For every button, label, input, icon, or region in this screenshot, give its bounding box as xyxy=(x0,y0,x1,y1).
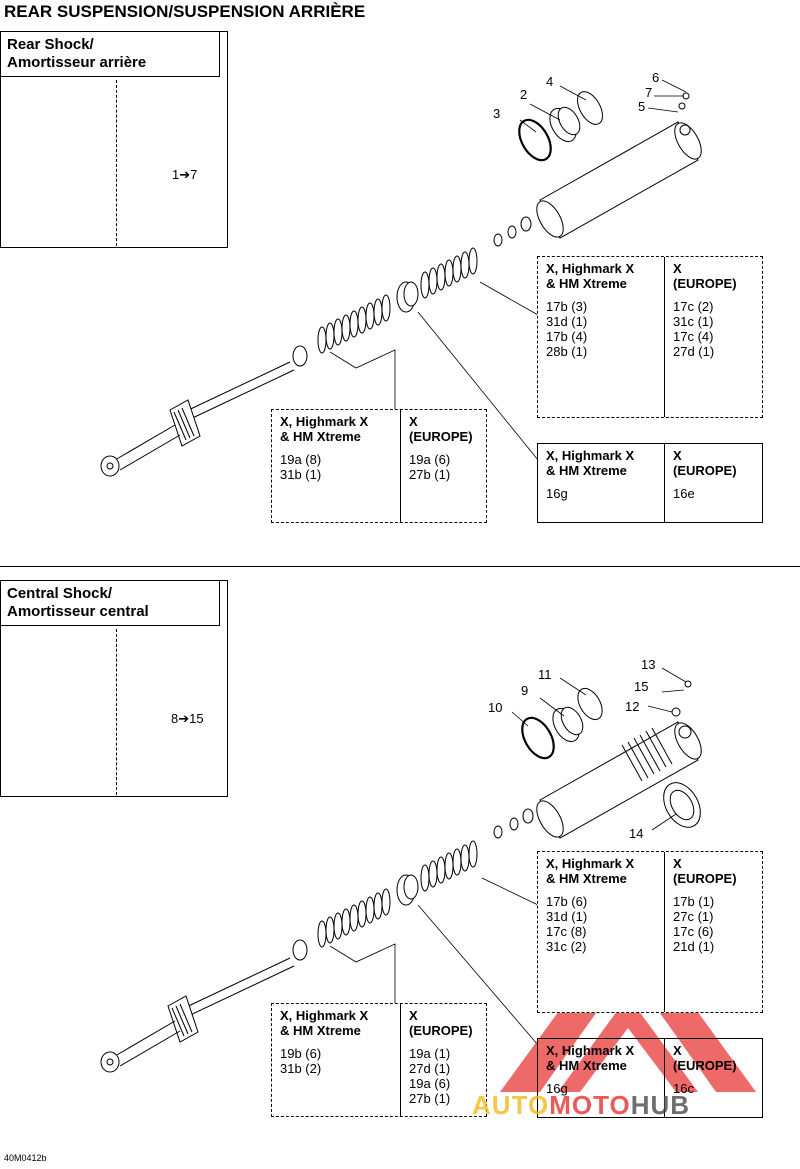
watermark-moto: MOTO xyxy=(549,1090,631,1120)
central-upper-left-header: X, Highmark X & HM Xtreme xyxy=(546,856,635,886)
watermark-hub: HUB xyxy=(630,1090,691,1120)
rear-shim-stack-lower xyxy=(317,294,391,354)
rear-shock-body xyxy=(100,91,702,477)
central-inset-divider xyxy=(116,629,117,795)
central-table-upper: X, Highmark X & HM Xtreme 17b (6) 31d (1… xyxy=(537,851,763,1013)
section-divider xyxy=(0,566,800,567)
watermark-text: AUTOMOTOHUB xyxy=(472,1090,690,1121)
rear-lower-right-header: X (EUROPE) xyxy=(409,414,473,444)
watermark-auto: AUTO xyxy=(472,1090,550,1120)
rear-upper-left-header: X, Highmark X & HM Xtreme xyxy=(546,261,635,291)
rear-inset-title: Rear Shock/ Amortisseur arrière xyxy=(1,32,220,77)
rear-table-upper: X, Highmark X & HM Xtreme 17b (3) 31d (1… xyxy=(537,256,763,418)
central-piston-left-header: X, Highmark X & HM Xtreme xyxy=(546,1043,635,1073)
rear-piston-right-header: X (EUROPE) xyxy=(673,448,737,478)
callout-14: 14 xyxy=(629,826,644,841)
callout-13: 13 xyxy=(641,657,656,672)
central-table-piston: X, Highmark X & HM Xtreme 16g X (EUROPE)… xyxy=(537,1038,763,1118)
callout-11: 11 xyxy=(538,667,552,682)
rear-piston-left-rows: 16g xyxy=(546,486,568,501)
central-shock-body xyxy=(100,680,702,1073)
central-upper-right-header: X (EUROPE) xyxy=(673,856,737,886)
rear-table-piston: X, Highmark X & HM Xtreme 16g X (EUROPE)… xyxy=(537,443,763,523)
rear-lower-left-header: X, Highmark X & HM Xtreme xyxy=(280,414,369,444)
central-range-label: 8➔15 xyxy=(171,711,204,726)
rear-upper-left-rows: 17b (3) 31d (1) 17b (4) 28b (1) xyxy=(546,299,588,359)
rear-shim-stack-upper xyxy=(420,247,478,299)
rear-lower-left-rows: 19a (8) 31b (1) xyxy=(280,452,322,482)
rear-inset-title-line2: Amortisseur arrière xyxy=(7,54,147,71)
rear-range-label: 1➔7 xyxy=(172,167,198,182)
callout-9: 9 xyxy=(521,683,529,698)
callout-15: 15 xyxy=(634,679,649,694)
central-shock-inset: Central Shock/ Amortisseur central xyxy=(0,580,228,797)
rear-table-lower: X, Highmark X & HM Xtreme 19a (8) 31b (1… xyxy=(271,409,487,523)
callout-12: 12 xyxy=(625,699,640,714)
central-upper-right-rows: 17b (1) 27c (1) 17c (6) 21d (1) xyxy=(673,894,715,954)
central-inset-title-line2: Amortisseur central xyxy=(7,603,149,620)
central-piston xyxy=(396,874,419,906)
central-upper-left-rows: 17b (6) 31d (1) 17c (8) 31c (2) xyxy=(546,894,588,954)
callout-3: 3 xyxy=(493,106,501,121)
rear-piston xyxy=(396,281,419,313)
rear-upper-right-rows: 17c (2) 31c (1) 17c (4) 27d (1) xyxy=(673,299,715,359)
callout-6: 6 xyxy=(652,70,660,85)
callout-7: 7 xyxy=(645,85,653,100)
figure-code: 40M0412b xyxy=(4,1153,47,1163)
central-shim-stack-lower xyxy=(317,888,391,948)
central-inset-title: Central Shock/ Amortisseur central xyxy=(1,581,220,626)
central-table-lower: X, Highmark X & HM Xtreme 19b (6) 31b (2… xyxy=(271,1003,487,1117)
central-lower-right-header: X (EUROPE) xyxy=(409,1008,473,1038)
rear-upper-right-header: X (EUROPE) xyxy=(673,261,737,291)
central-piston-right-header: X (EUROPE) xyxy=(673,1043,737,1073)
callout-5: 5 xyxy=(638,99,646,114)
callout-4: 4 xyxy=(546,74,554,89)
rear-piston-right-rows: 16e xyxy=(673,486,695,501)
callout-2: 2 xyxy=(520,87,528,102)
central-lower-right-rows: 19a (1) 27d (1) 19a (6) 27b (1) xyxy=(409,1046,451,1106)
callout-10: 10 xyxy=(488,700,503,715)
rear-piston-left-header: X, Highmark X & HM Xtreme xyxy=(546,448,635,478)
central-shim-stack-upper xyxy=(420,840,478,892)
rear-inset-title-line1: Rear Shock/ xyxy=(7,36,94,53)
rear-shock-inset: Rear Shock/ Amortisseur arrière xyxy=(0,31,228,248)
central-lower-left-rows: 19b (6) 31b (2) xyxy=(280,1046,322,1076)
central-piston-left-rows: 16g xyxy=(546,1081,568,1096)
rear-inset-divider xyxy=(116,80,117,246)
central-piston-right-rows: 16c xyxy=(673,1081,694,1096)
central-inset-title-line1: Central Shock/ xyxy=(7,585,113,602)
page-title: REAR SUSPENSION/SUSPENSION ARRIÈRE xyxy=(4,2,366,21)
rear-lower-right-rows: 19a (6) 27b (1) xyxy=(409,452,451,482)
central-lower-left-header: X, Highmark X & HM Xtreme xyxy=(280,1008,369,1038)
